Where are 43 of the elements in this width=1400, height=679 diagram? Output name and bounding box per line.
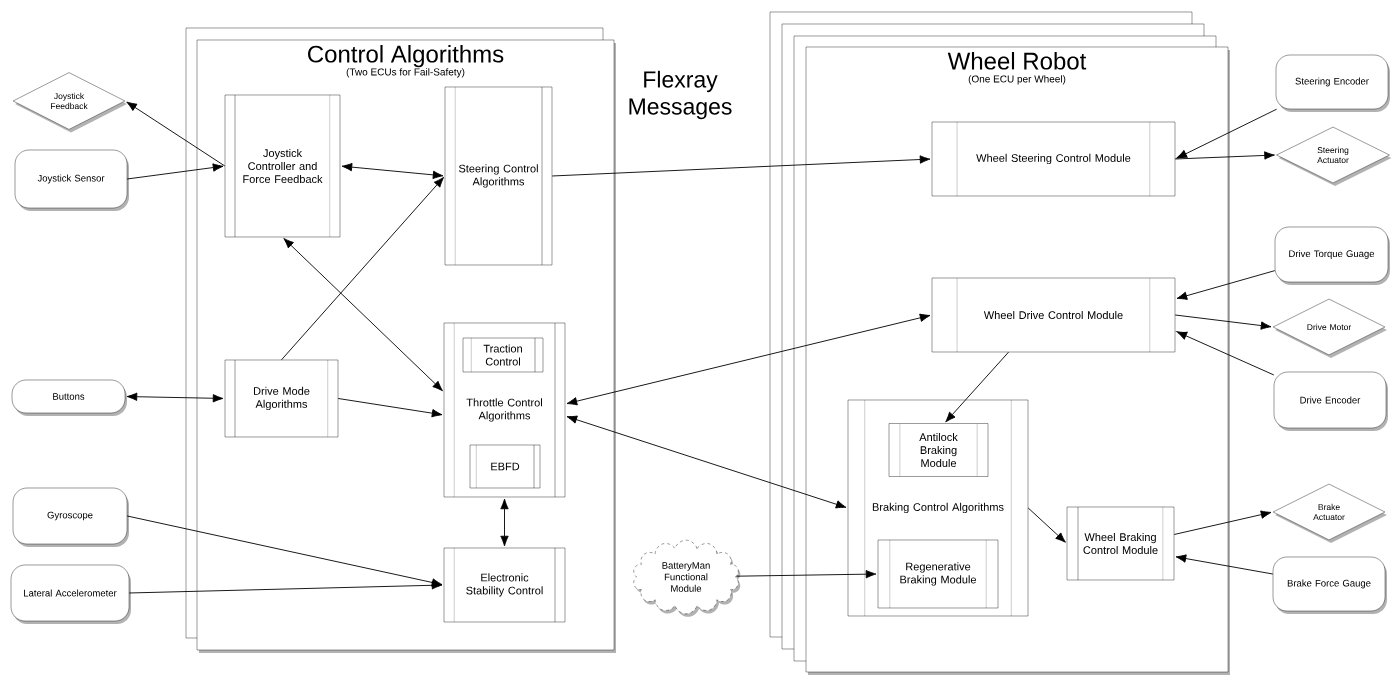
rounded-box: Gyroscope bbox=[12, 487, 129, 547]
arrow bbox=[341, 162, 444, 180]
arrow bbox=[126, 515, 443, 587]
arrow bbox=[566, 313, 931, 406]
arrow bbox=[551, 155, 931, 177]
arrow bbox=[337, 398, 443, 418]
process-box: Joystick Controller and Force Feedback bbox=[224, 94, 341, 238]
arrow bbox=[1174, 151, 1275, 160]
process-box: Electronic Stability Control bbox=[443, 547, 566, 623]
arrow bbox=[736, 570, 877, 579]
rounded-box: Buttons bbox=[11, 379, 127, 416]
arrow bbox=[1176, 108, 1278, 159]
rounded-box: Brake Force Gauge bbox=[1272, 556, 1387, 614]
rounded-box: Drive Encoder bbox=[1273, 371, 1388, 431]
arrow bbox=[281, 176, 445, 361]
arrow bbox=[500, 498, 509, 547]
rounded-box: Joystick Sensor bbox=[14, 149, 129, 211]
process-box: Wheel Steering Control Module bbox=[931, 121, 1176, 197]
process-box: Drive Mode Algorithms bbox=[224, 359, 339, 438]
process-box: EBFD bbox=[469, 444, 541, 489]
arrow bbox=[1176, 331, 1275, 376]
rounded-box: Drive Torque Guage bbox=[1274, 226, 1390, 285]
process-box: Traction Control bbox=[462, 337, 544, 373]
process-box: Antilock Braking Module bbox=[888, 423, 989, 477]
arrow bbox=[1175, 554, 1274, 575]
rounded-box: Lateral Accelerometer bbox=[10, 564, 131, 624]
process-box: Steering Control Algorithms bbox=[444, 86, 553, 266]
process-box: Regenerative Braking Module bbox=[877, 539, 999, 609]
arrow bbox=[1173, 510, 1272, 535]
arrow bbox=[126, 101, 226, 167]
arrow bbox=[283, 238, 443, 392]
rounded-box: Steering Encoder bbox=[1275, 54, 1390, 112]
process-box: Wheel Braking Control Module bbox=[1066, 506, 1175, 581]
heading-text: Flexray Messages bbox=[629, 70, 732, 120]
arrow bbox=[126, 392, 224, 403]
arrow bbox=[128, 581, 443, 594]
process-box: Wheel Drive Control Module bbox=[931, 277, 1176, 353]
arrow bbox=[566, 415, 847, 509]
arrow bbox=[1176, 270, 1276, 300]
arrow bbox=[1027, 507, 1066, 543]
arrow bbox=[126, 163, 224, 180]
arrow bbox=[1174, 314, 1272, 330]
arrow bbox=[945, 351, 1009, 423]
